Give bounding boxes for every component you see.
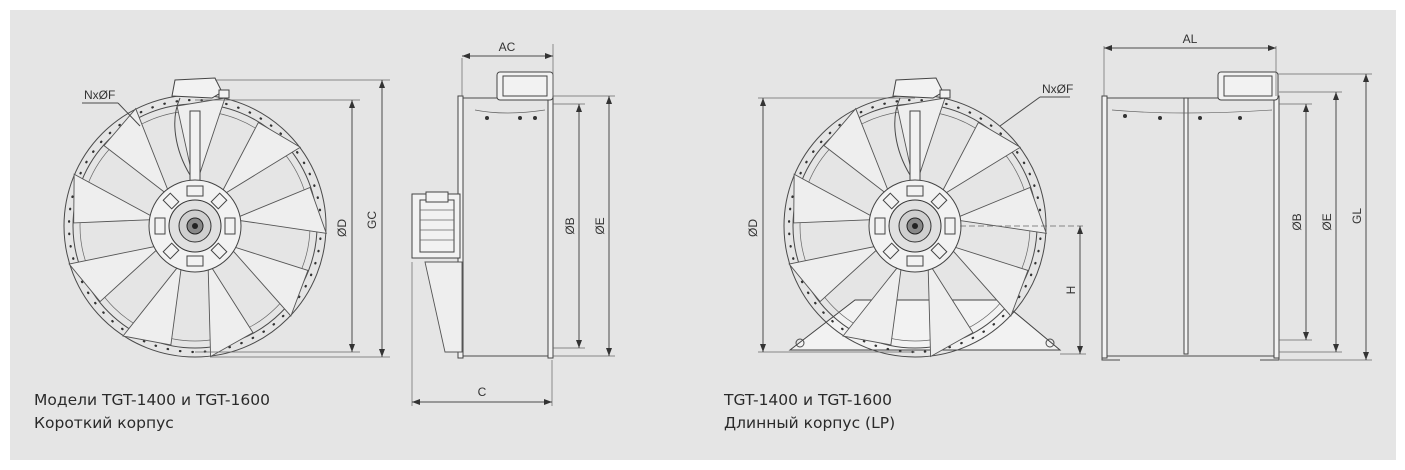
caption-long-line1: TGT-1400 и TGT-1600 — [724, 391, 892, 409]
short-case-side-view: AC C ØB ØE — [411, 40, 615, 406]
long-case-side-view: AL ØB ØE GL — [1101, 32, 1372, 361]
al-label: AL — [1183, 32, 1198, 46]
caption-long-case: TGT-1400 и TGT-1600 Длинный корпус (LP) — [724, 389, 895, 435]
long-case-front-view: NxØF ØD H — [746, 77, 1086, 358]
b-label: ØB — [563, 217, 577, 234]
caption-short-line1: Модели TGT-1400 и TGT-1600 — [34, 391, 270, 409]
c-label: C — [478, 385, 487, 399]
b-label-long: ØB — [1290, 213, 1304, 230]
drawing-panel — [10, 10, 1396, 460]
caption-short-line2: Короткий корпус — [34, 414, 174, 432]
short-case-front-view: NxØF ØD GC — [63, 77, 390, 358]
e-label: ØE — [593, 217, 607, 234]
gc-label: GC — [365, 211, 379, 229]
e-label-long: ØE — [1320, 213, 1334, 230]
caption-short-case: Модели TGT-1400 и TGT-1600 Короткий корп… — [34, 389, 270, 435]
flange-label-long: NxØF — [1042, 82, 1073, 96]
flange-label: NxØF — [84, 88, 115, 102]
d-label: ØD — [335, 219, 349, 237]
caption-long-line2: Длинный корпус (LP) — [724, 414, 896, 432]
gl-label: GL — [1350, 208, 1364, 224]
h-label: H — [1064, 286, 1078, 295]
d-label-long: ØD — [746, 219, 760, 237]
ac-label: AC — [499, 40, 516, 54]
